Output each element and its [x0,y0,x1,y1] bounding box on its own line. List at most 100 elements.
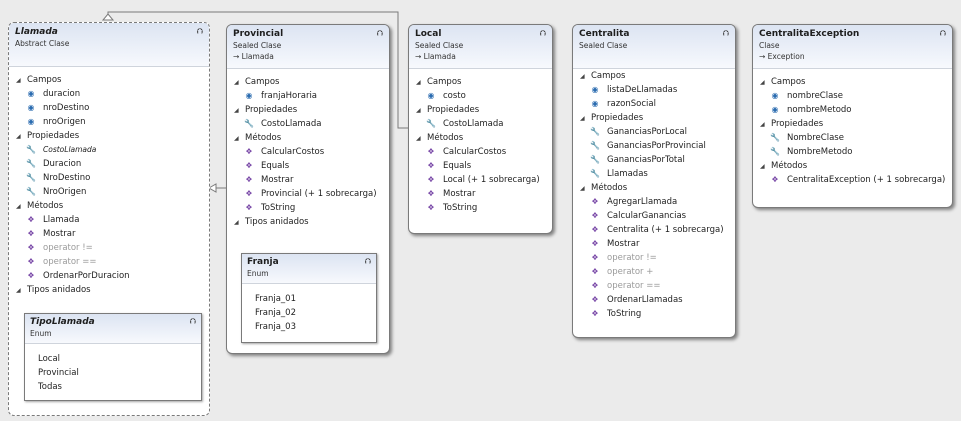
property-item[interactable]: 🔧NroDestino [26,173,91,183]
enum-value[interactable]: Provincial [38,368,79,378]
method-item[interactable]: ❖Local (+ 1 sobrecarga) [409,173,552,187]
method-item[interactable]: ❖Mostrar [573,237,735,251]
method-item[interactable]: ❖Mostrar [9,227,209,241]
field-item[interactable]: ◉franjaHoraria [227,89,389,103]
field-item[interactable]: ◉listaDeLlamadas [573,83,735,97]
method-item[interactable]: ❖Mostrar [227,173,389,187]
triangle-down-icon[interactable]: ◢ [234,219,239,226]
section-tipos-anidados[interactable]: ◢Tipos anidados [227,215,389,229]
property-item[interactable]: 🔧NombreClase [770,133,844,143]
section-campos[interactable]: ◢Campos [227,75,389,89]
method-item[interactable]: ❖Provincial (+ 1 sobrecarga) [227,187,389,201]
section-propiedades[interactable]: ◢Propiedades [227,103,389,117]
field-item[interactable]: ◉nroOrigen [9,115,209,129]
triangle-down-icon[interactable]: ◢ [16,203,21,210]
method-item[interactable]: ❖CentralitaException (+ 1 sobrecarga) [753,173,952,187]
enum-value[interactable]: Franja_01 [255,294,296,304]
class-centralitaexception[interactable]: CentralitaException Clase → Exception ⮉ … [752,24,953,208]
property-item[interactable]: 🔧NombreMetodo [770,147,853,157]
class-header[interactable]: Llamada Abstract Clase ⮉ [9,23,209,67]
method-item[interactable]: ❖operator + [573,265,735,279]
collapse-icon[interactable]: ⮉ [722,29,729,38]
method-item[interactable]: ❖OrdenarPorDuracion [9,269,209,283]
property-item[interactable]: 🔧CostoLlamada [244,119,322,129]
class-local[interactable]: Local Sealed Clase → Llamada ⮉ ◢Campos ◉… [408,24,553,234]
triangle-down-icon[interactable]: ◢ [416,79,421,86]
method-item[interactable]: ❖CalcularCostos [409,145,552,159]
triangle-down-icon[interactable]: ◢ [16,287,21,294]
method-item[interactable]: ❖AgregarLlamada [573,195,735,209]
method-item[interactable]: ❖CalcularCostos [227,145,389,159]
property-item[interactable]: 🔧NroOrigen [26,187,87,197]
triangle-down-icon[interactable]: ◢ [234,107,239,114]
property-item[interactable]: 🔧GananciasPorTotal [590,155,685,165]
class-header[interactable]: Centralita Sealed Clase ⮉ [573,25,735,69]
method-item[interactable]: ❖Equals [227,159,389,173]
enum-value[interactable]: Franja_03 [255,322,296,332]
section-propiedades[interactable]: ◢Propiedades [9,129,209,143]
section-campos[interactable]: ◢Campos [753,75,952,89]
triangle-down-icon[interactable]: ◢ [16,77,21,84]
enum-header[interactable]: Franja Enum ⮉ [242,254,376,284]
method-item[interactable]: ❖OrdenarLlamadas [573,293,735,307]
property-item[interactable]: 🔧Duracion [26,159,82,169]
section-metodos[interactable]: ◢Métodos [9,199,209,213]
enum-franja[interactable]: Franja Enum ⮉ Franja_01 Franja_02 Franja… [241,253,377,343]
section-metodos[interactable]: ◢Métodos [573,181,735,195]
class-llamada[interactable]: Llamada Abstract Clase ⮉ ◢Campos ◉duraci… [8,22,210,416]
method-item[interactable]: ❖ToString [227,201,389,215]
method-item[interactable]: ❖Mostrar [409,187,552,201]
class-header[interactable]: CentralitaException Clase → Exception ⮉ [753,25,952,69]
collapse-icon[interactable]: ⮉ [189,317,196,326]
section-propiedades[interactable]: ◢Propiedades [573,111,735,125]
method-item[interactable]: ❖operator != [573,251,735,265]
enum-value[interactable]: Franja_02 [255,308,296,318]
section-metodos[interactable]: ◢Métodos [753,159,952,173]
class-centralita[interactable]: Centralita Sealed Clase ⮉ ◢Campos ◉lista… [572,24,736,338]
enum-value[interactable]: Local [38,354,61,364]
field-item[interactable]: ◉nombreMetodo [753,103,952,117]
method-item[interactable]: ❖Equals [409,159,552,173]
triangle-down-icon[interactable]: ◢ [760,163,765,170]
triangle-down-icon[interactable]: ◢ [760,79,765,86]
property-item[interactable]: 🔧Llamadas [590,169,648,179]
triangle-down-icon[interactable]: ◢ [16,133,21,140]
property-item[interactable]: 🔧CostoLlamada [426,119,504,129]
method-item[interactable]: ❖ToString [573,307,735,321]
class-provincial[interactable]: Provincial Sealed Clase → Llamada ⮉ ◢Cam… [226,24,390,354]
section-propiedades[interactable]: ◢Propiedades [409,103,552,117]
section-metodos[interactable]: ◢Métodos [227,131,389,145]
triangle-down-icon[interactable]: ◢ [580,73,585,80]
field-item[interactable]: ◉duracion [9,87,209,101]
section-campos[interactable]: ◢Campos [409,75,552,89]
triangle-down-icon[interactable]: ◢ [580,115,585,122]
field-item[interactable]: ◉nroDestino [9,101,209,115]
method-item[interactable]: ❖Centralita (+ 1 sobrecarga) [573,223,735,237]
method-item[interactable]: ❖CalcularGanancias [573,209,735,223]
field-item[interactable]: ◉nombreClase [753,89,952,103]
triangle-down-icon[interactable]: ◢ [416,135,421,142]
section-campos[interactable]: ◢Campos [573,69,735,83]
collapse-icon[interactable]: ⮉ [364,257,371,266]
method-item[interactable]: ❖Llamada [9,213,209,227]
triangle-down-icon[interactable]: ◢ [580,185,585,192]
class-header[interactable]: Local Sealed Clase → Llamada ⮉ [409,25,552,69]
triangle-down-icon[interactable]: ◢ [760,121,765,128]
enum-value[interactable]: Todas [38,382,62,392]
method-item[interactable]: ❖operator == [573,279,735,293]
property-item[interactable]: 🔧CostoLlamada [9,143,209,157]
property-item[interactable]: 🔧GananciasPorProvincial [590,141,706,151]
method-item[interactable]: ❖operator != [9,241,209,255]
field-item[interactable]: ◉costo [409,89,552,103]
triangle-down-icon[interactable]: ◢ [234,135,239,142]
enum-tipollamada[interactable]: TipoLlamada Enum ⮉ Local Provincial Toda… [24,313,202,401]
method-item[interactable]: ❖ToString [409,201,552,215]
collapse-icon[interactable]: ⮉ [196,27,203,36]
section-tipos-anidados[interactable]: ◢Tipos anidados [9,283,209,297]
triangle-down-icon[interactable]: ◢ [416,107,421,114]
collapse-icon[interactable]: ⮉ [376,29,383,38]
method-item[interactable]: ❖operator == [9,255,209,269]
field-item[interactable]: ◉razonSocial [573,97,735,111]
section-metodos[interactable]: ◢Métodos [409,131,552,145]
enum-header[interactable]: TipoLlamada Enum ⮉ [25,314,201,344]
